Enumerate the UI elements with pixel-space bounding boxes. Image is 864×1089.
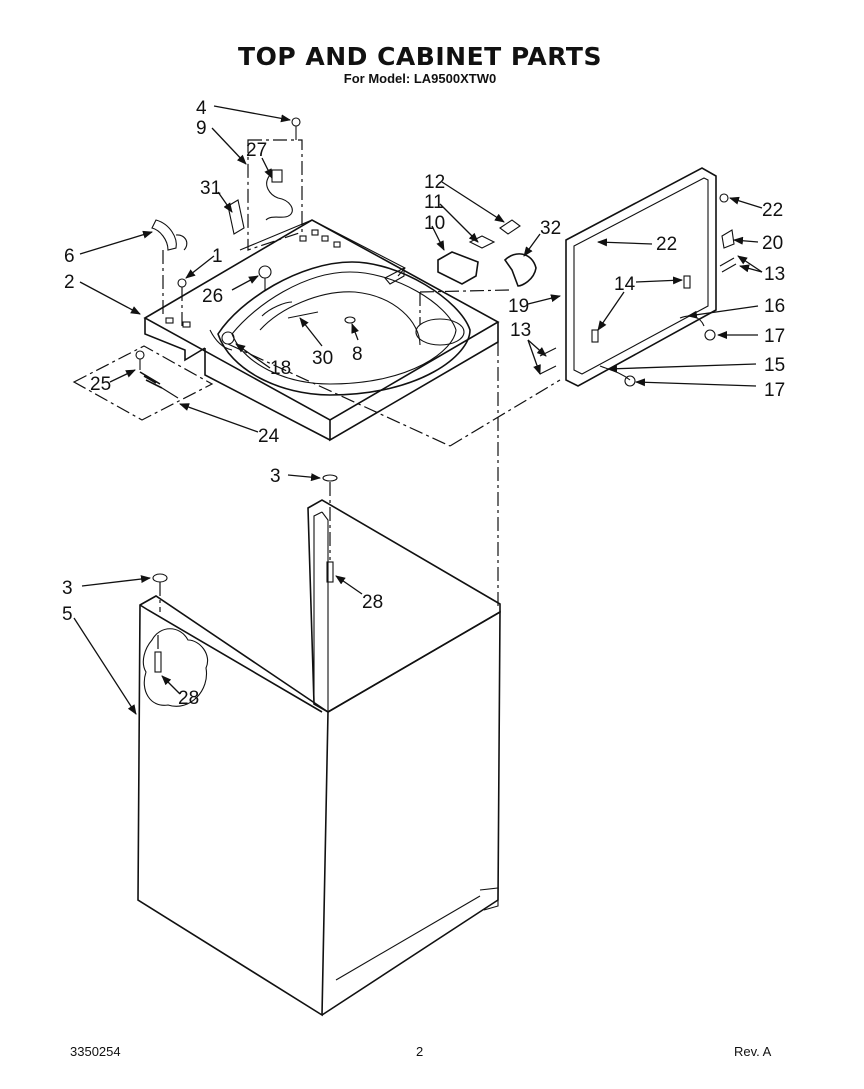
model-subtitle: For Model: LA9500XTW0 [343,71,497,86]
callout-label: 19 [508,296,529,317]
callout-label: 17 [764,380,785,401]
callout-label: 6 [64,246,75,267]
callout-label: 10 [424,213,445,234]
callout-label: 11 [424,192,444,213]
callout-label: 9 [196,118,207,139]
callout-label: 25 [90,374,111,395]
switch-assembly-box [72,345,214,421]
callout-label: 13 [764,264,785,285]
callout-label: 22 [762,200,783,221]
screws-top [177,265,356,330]
document-number: 3350254 [70,1044,121,1059]
clip-part [151,219,188,318]
callout-label: 3 [62,578,73,599]
callout-leaders [73,105,763,715]
revision-label: Rev. A [734,1044,772,1059]
callout-label: 32 [540,218,561,239]
callout-label: 27 [246,140,267,161]
callout-label: 15 [764,355,785,376]
callout-label: 30 [312,348,333,369]
cabinet [137,474,501,1017]
connection-lines [227,289,561,610]
page-number: 2 [416,1044,424,1059]
callout-label: 22 [656,234,677,255]
callout-label: 5 [62,604,73,625]
callout-label: 8 [352,344,363,365]
callout-label: 16 [764,296,785,317]
callout-label: 18 [270,358,291,379]
top-panel [143,219,500,442]
callout-label: 24 [258,426,280,447]
callout-label: 14 [614,274,636,295]
hinge-parts [437,219,537,287]
callout-label: 28 [362,592,383,613]
callout-label: 2 [64,272,75,293]
lid-switch-part [209,329,235,351]
callout-label: 31 [200,178,221,199]
callout-label: 3 [270,466,281,487]
callout-label: 26 [202,286,223,307]
callout-label: 1 [212,246,223,267]
callout-label: 20 [762,233,783,254]
console-bracket [227,117,303,251]
page-title: TOP AND CABINET PARTS [238,42,602,71]
callout-label: 13 [510,320,531,341]
lid-panel [539,167,737,387]
callout-label: 4 [196,98,207,119]
callout-label: 12 [424,172,445,193]
callout-labels: 4 9 27 31 6 1 2 26 25 18 30 8 24 12 11 1… [62,98,785,709]
callout-label: 17 [764,326,785,347]
callout-label: 28 [178,688,199,709]
